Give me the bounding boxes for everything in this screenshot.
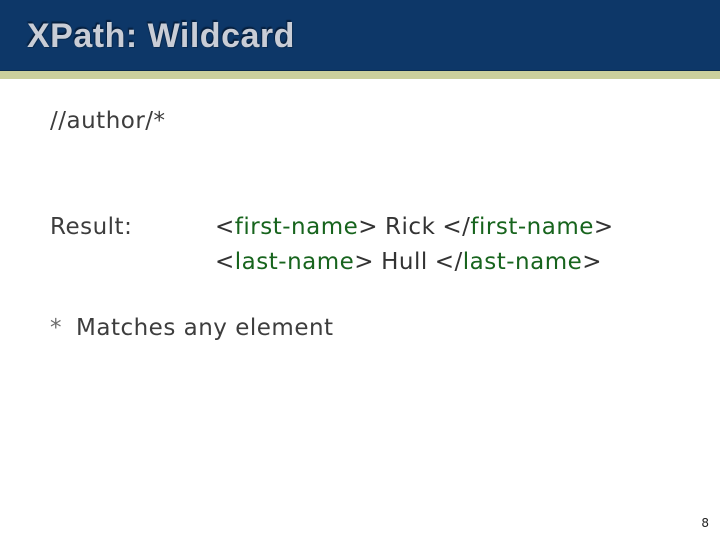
- note-bullet-asterisk: *: [50, 315, 62, 341]
- tag-value: Hull: [381, 249, 428, 275]
- open-tag-close-bracket: >: [358, 214, 379, 240]
- accent-band-divider: [0, 71, 720, 79]
- close-tag-bracket: </: [442, 214, 471, 240]
- result-output: <first-name>Rick</first-name> <last-name…: [215, 210, 614, 280]
- note-line: * Matches any element: [50, 311, 334, 346]
- close-tag-name: first-name: [470, 214, 594, 240]
- xpath-expression: //author/*: [50, 108, 166, 134]
- close-tag-name: last-name: [462, 249, 583, 275]
- open-tag-name: last-name: [234, 249, 355, 275]
- open-tag-close-bracket: >: [354, 249, 375, 275]
- open-tag-name: first-name: [234, 214, 359, 240]
- close-tag-close-bracket: >: [582, 249, 603, 275]
- slide-title: XPath: Wildcard: [27, 17, 295, 55]
- result-label: Result:: [50, 214, 133, 240]
- slide-header: XPath: Wildcard: [0, 0, 720, 71]
- note-text: Matches any element: [76, 315, 334, 341]
- close-tag-close-bracket: >: [593, 214, 614, 240]
- close-tag-bracket: </: [434, 249, 463, 275]
- result-line-first-name: <first-name>Rick</first-name>: [215, 210, 614, 245]
- result-line-last-name: <last-name>Hull</last-name>: [215, 245, 614, 280]
- tag-value: Rick: [385, 214, 436, 240]
- open-tag-bracket: <: [215, 214, 235, 240]
- open-tag-bracket: <: [215, 249, 235, 275]
- page-number: 8: [701, 516, 709, 530]
